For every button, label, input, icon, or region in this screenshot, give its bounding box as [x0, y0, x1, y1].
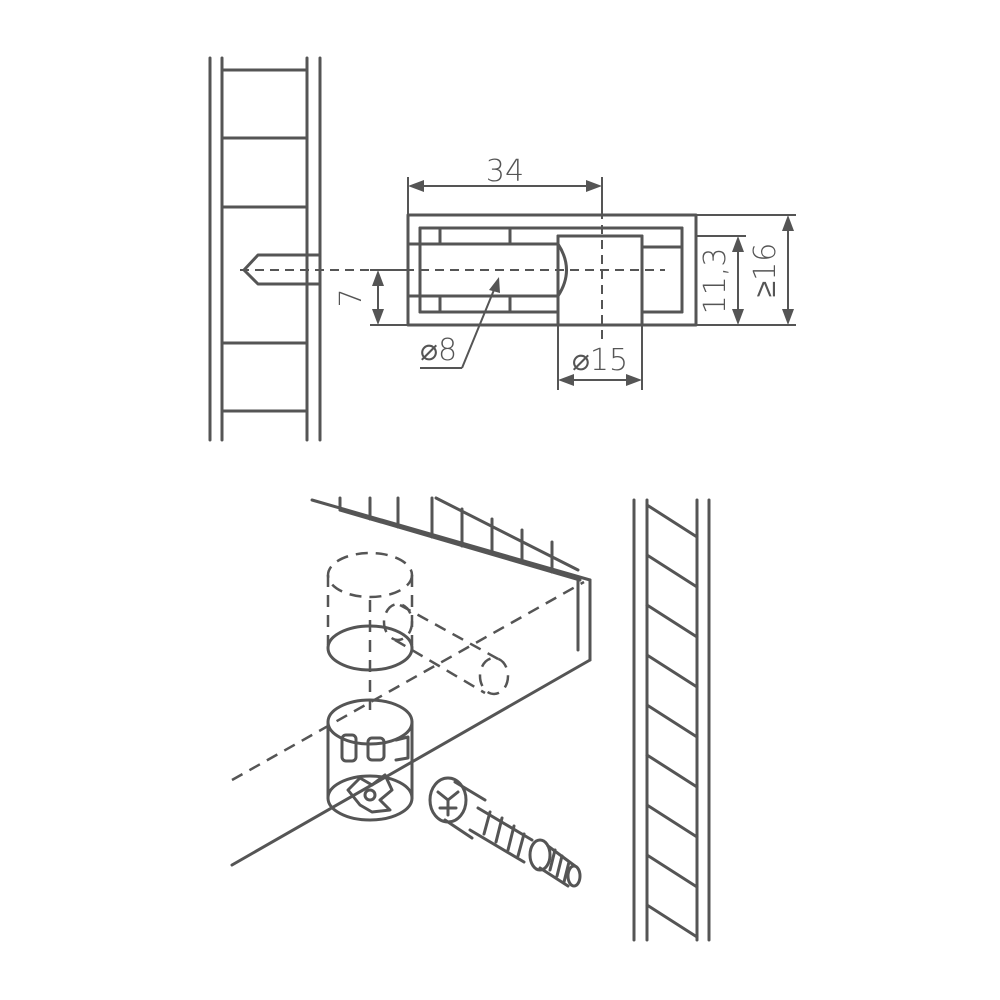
- dimension-7: 7: [334, 269, 408, 326]
- dimension-dowel-diameter: ⌀8: [420, 277, 500, 369]
- length-label: 34: [486, 154, 524, 189]
- dimension-min-thickness: ≥16: [696, 214, 796, 326]
- dimension-34: 34: [407, 154, 603, 214]
- shelf-panel-section: [406, 213, 698, 327]
- left-panel-section: [208, 56, 322, 442]
- hidden-cam-bore: [326, 551, 510, 710]
- min-thickness-label: ≥16: [748, 243, 783, 298]
- dimension-cam-depth: 11,3: [696, 235, 746, 326]
- cam-diameter-label: ⌀15: [572, 343, 628, 378]
- offset-label: 7: [334, 288, 369, 307]
- centerlines: [240, 180, 665, 345]
- cam-depth-label: 11,3: [698, 248, 733, 315]
- connecting-bolt: [428, 776, 582, 888]
- dowel-diameter-label: ⌀8: [420, 333, 457, 368]
- cam-lock-housing: [326, 698, 414, 822]
- dimension-cam-diameter: ⌀15: [557, 326, 643, 390]
- isometric-shelf-panel: [230, 496, 592, 867]
- isometric-side-panel: [632, 498, 711, 942]
